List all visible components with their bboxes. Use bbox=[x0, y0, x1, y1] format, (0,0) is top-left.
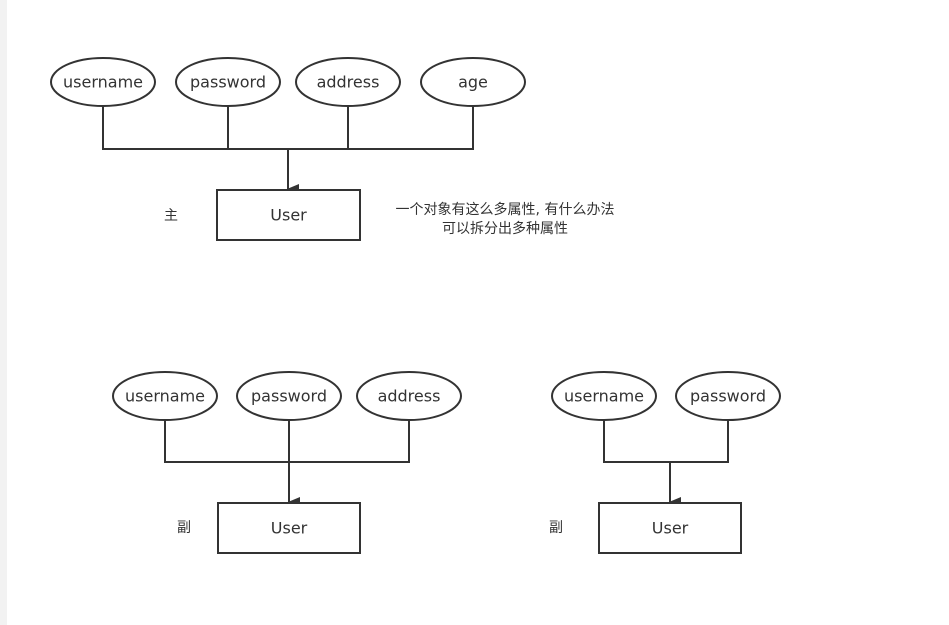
attribute-label: age bbox=[458, 73, 488, 92]
entity-box bbox=[216, 189, 361, 241]
entity-user: User bbox=[216, 189, 361, 241]
attribute-ellipse bbox=[551, 371, 657, 421]
entity-box bbox=[598, 502, 742, 554]
attribute-password: password bbox=[236, 371, 342, 421]
attribute-ellipse bbox=[236, 371, 342, 421]
note-line-2: 可以拆分出多种属性 bbox=[442, 220, 568, 237]
attribute-label: username bbox=[125, 387, 205, 406]
attribute-ellipse bbox=[295, 57, 401, 107]
attribute-username: username bbox=[50, 57, 156, 107]
attribute-age: age bbox=[420, 57, 526, 107]
attribute-username: username bbox=[112, 371, 218, 421]
attribute-address: address bbox=[356, 371, 462, 421]
attribute-label: password bbox=[251, 387, 327, 406]
attribute-ellipse bbox=[420, 57, 526, 107]
attribute-label: username bbox=[564, 387, 644, 406]
attribute-ellipse bbox=[175, 57, 281, 107]
entity-label: User bbox=[652, 519, 689, 538]
attribute-label: address bbox=[317, 73, 380, 92]
connector-lines bbox=[603, 420, 729, 507]
note-line-1: 一个对象有这么多属性, 有什么办法 bbox=[396, 201, 615, 218]
connector-lines bbox=[164, 420, 410, 507]
attribute-label: address bbox=[378, 387, 441, 406]
attribute-ellipse bbox=[356, 371, 462, 421]
attribute-username: username bbox=[551, 371, 657, 421]
attribute-label: password bbox=[190, 73, 266, 92]
entity-label: User bbox=[271, 519, 308, 538]
attribute-ellipse bbox=[112, 371, 218, 421]
diagram-bottom-left: username password address User 副 bbox=[112, 371, 462, 554]
entity-label: User bbox=[270, 206, 307, 225]
side-label-secondary: 副 bbox=[549, 520, 563, 536]
attribute-label: username bbox=[63, 73, 143, 92]
entity-user: User bbox=[598, 502, 742, 554]
attribute-ellipse bbox=[50, 57, 156, 107]
attribute-label: password bbox=[690, 387, 766, 406]
side-label-secondary: 副 bbox=[177, 520, 191, 536]
left-gutter bbox=[0, 0, 7, 625]
attribute-password: password bbox=[175, 57, 281, 107]
attribute-address: address bbox=[295, 57, 401, 107]
diagram-top: username password address age User 主 一个对… bbox=[50, 57, 615, 241]
diagram-bottom-right: username password User 副 bbox=[549, 371, 781, 554]
entity-user: User bbox=[217, 502, 361, 554]
connector-lines bbox=[102, 106, 474, 194]
attribute-ellipse bbox=[675, 371, 781, 421]
side-label-primary: 主 bbox=[164, 208, 178, 224]
attribute-password: password bbox=[675, 371, 781, 421]
entity-box bbox=[217, 502, 361, 554]
